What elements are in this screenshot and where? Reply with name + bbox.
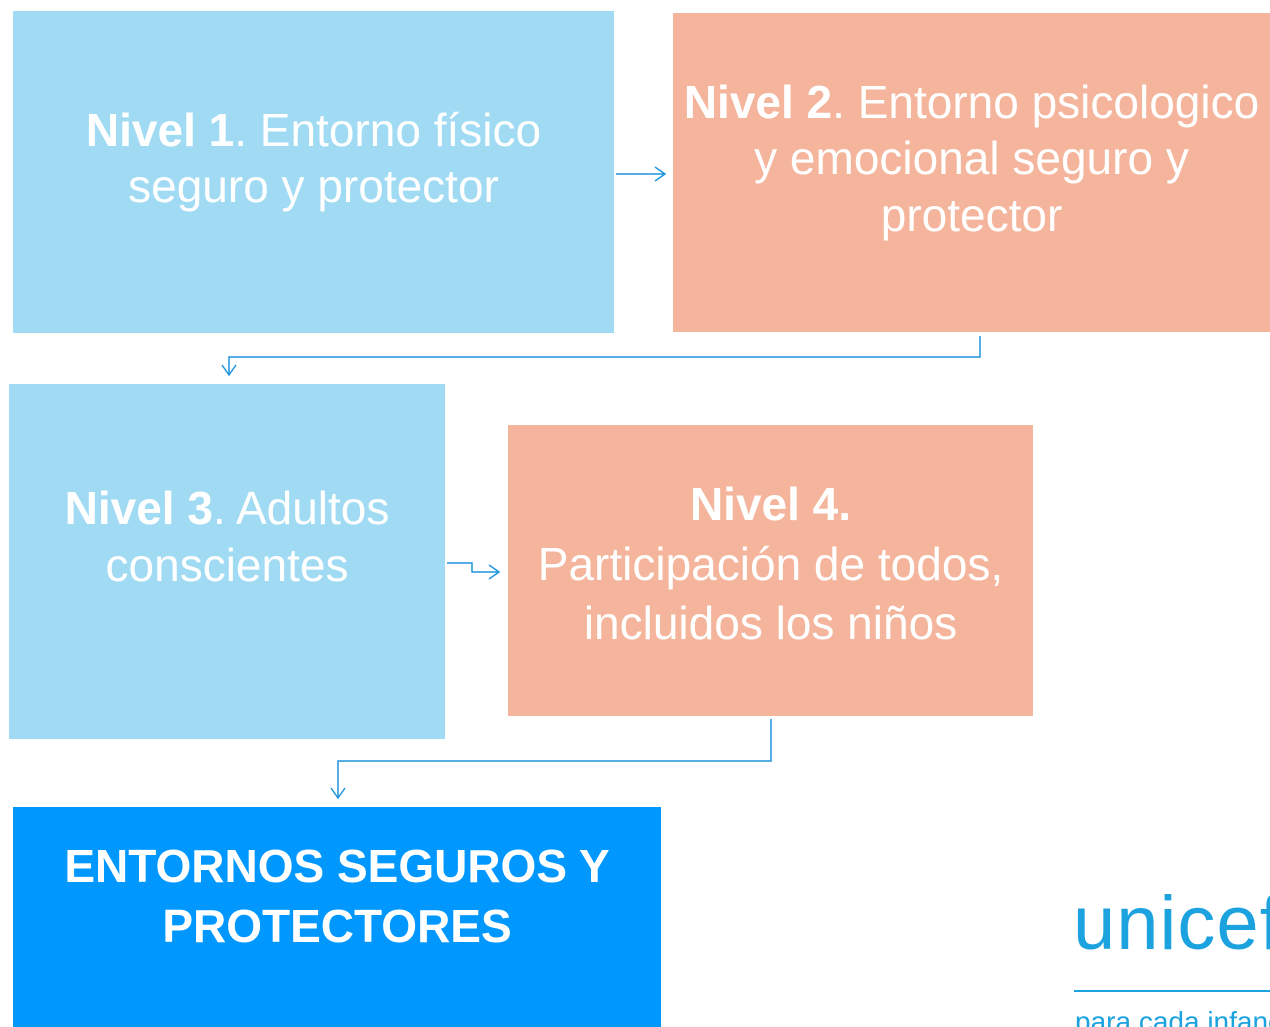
level-3-text: Nivel 3. Adultos conscientes — [15, 480, 439, 592]
level-4-description: Participación de todos, incluidos los ni… — [537, 537, 1004, 650]
logo-divider — [1074, 990, 1270, 992]
level-2-box: Nivel 2. Entorno psicologico y emocional… — [673, 13, 1270, 332]
level-2-description: . Entorno psicologico y emocional seguro… — [754, 76, 1260, 241]
arrow-level3-to-level4 — [447, 562, 501, 580]
arrow-level1-to-level2 — [616, 166, 667, 182]
level-4-title: Nivel 4. — [689, 477, 852, 530]
level-2-text: Nivel 2. Entorno psicologico y emocional… — [679, 74, 1264, 242]
unicef-logo: unicef para cada infancia — [1068, 880, 1270, 1027]
result-label: ENTORNOS SEGUROS Y PROTECTORES — [64, 840, 610, 952]
level-3-description: . Adultos conscientes — [105, 482, 390, 591]
level-3-title: Nivel 3 — [64, 482, 213, 535]
result-box: ENTORNOS SEGUROS Y PROTECTORES — [13, 807, 661, 1027]
level-1-description: . Entorno físico seguro y protector — [128, 103, 542, 212]
logo-tagline: para cada infancia — [1075, 1006, 1270, 1027]
level-2-title: Nivel 2 — [683, 76, 833, 129]
level-3-box: Nivel 3. Adultos conscientes — [9, 384, 445, 739]
level-1-box: Nivel 1. Entorno físico seguro y protect… — [13, 11, 614, 333]
level-1-text: Nivel 1. Entorno físico seguro y protect… — [19, 102, 608, 214]
level-1-title: Nivel 1 — [85, 103, 235, 156]
level-4-box: Nivel 4. Participación de todos, incluid… — [508, 425, 1033, 716]
logo-wordmark: unicef — [1073, 881, 1270, 966]
arrow-level2-to-level3 — [221, 336, 981, 377]
